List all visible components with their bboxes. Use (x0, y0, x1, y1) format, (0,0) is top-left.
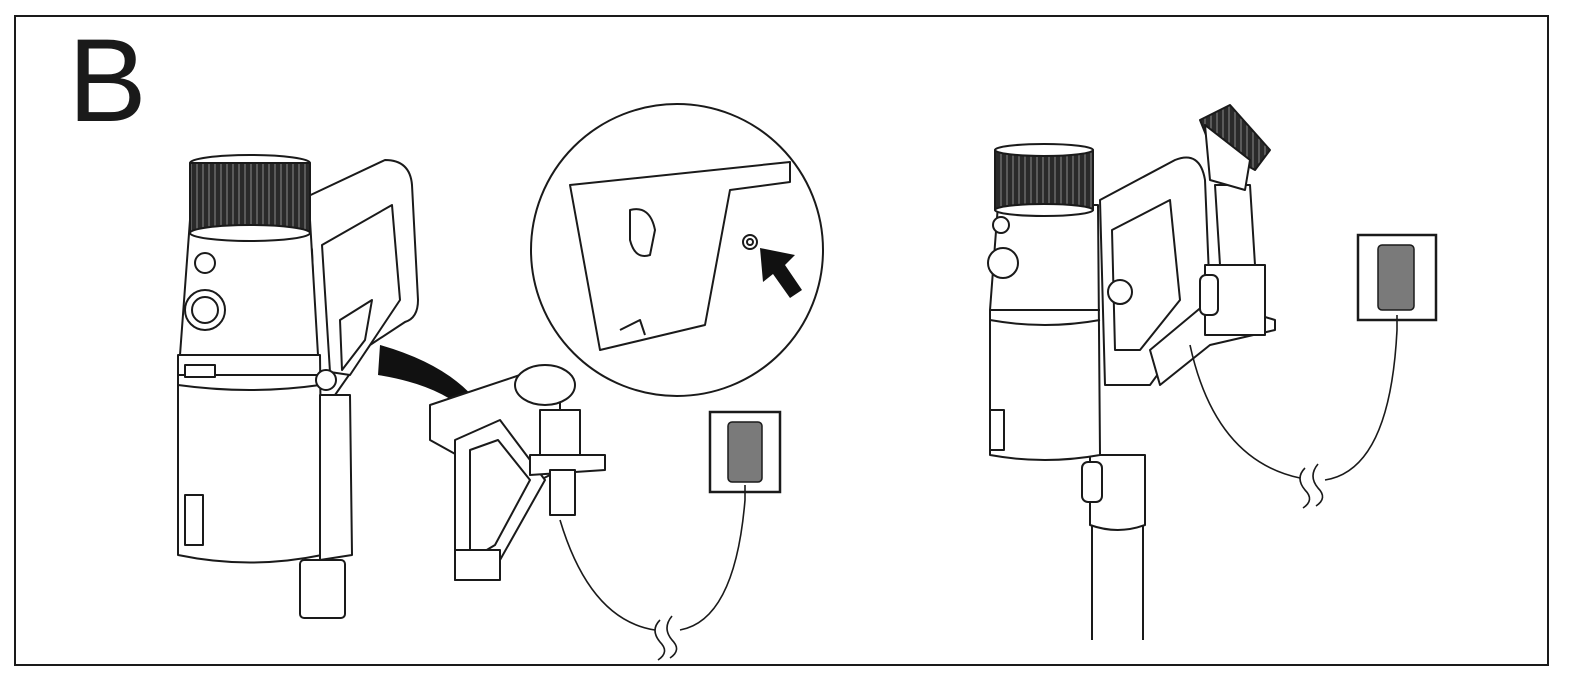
right-vacuum (987, 104, 1276, 640)
pointer-arrow-icon (760, 248, 802, 298)
power-adapter-icon (1356, 233, 1438, 322)
left-vacuum-knob (189, 162, 311, 234)
power-adapter-icon (708, 410, 782, 494)
left-cable (559, 485, 746, 631)
left-wall-dock (429, 364, 606, 581)
figure-frame (14, 15, 1549, 666)
right-vacuum-power-button (987, 247, 1019, 279)
cable-break-icon (654, 615, 678, 661)
zoom-detail (530, 103, 824, 397)
right-vacuum-knob (994, 149, 1094, 211)
right-cable (1189, 315, 1398, 481)
cable-break-icon (1299, 463, 1324, 509)
left-vacuum (177, 154, 419, 619)
step-label: B (68, 15, 147, 147)
